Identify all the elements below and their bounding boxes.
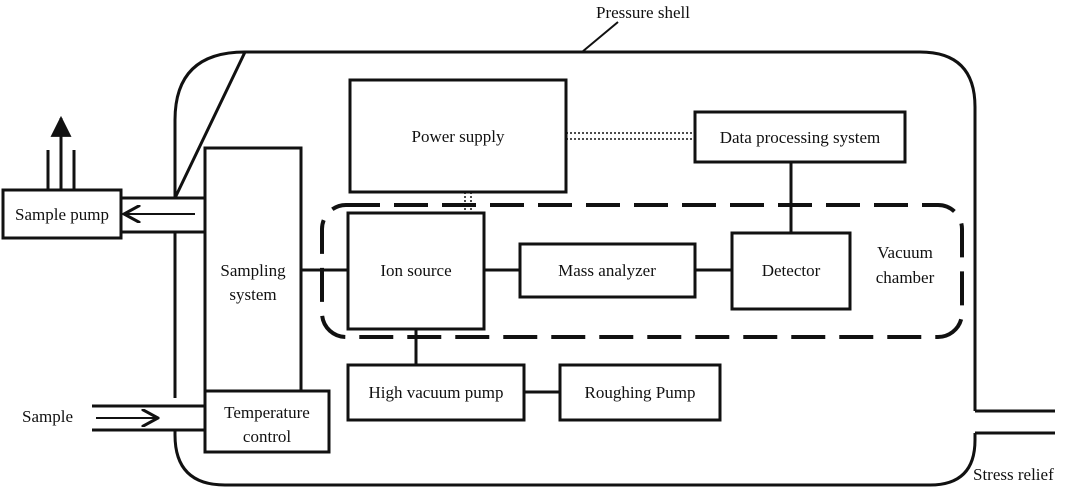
power-supply-label: Power supply [411,127,505,146]
vacuum-chamber-label-2: chamber [876,268,935,287]
sampling-system-label-2: system [229,285,276,304]
detector-label: Detector [762,261,821,280]
sample-pump-label: Sample pump [15,205,109,224]
high-vacuum-pump-label: High vacuum pump [368,383,503,402]
sampling-system-box [203,146,303,400]
temperature-control-label-2: control [243,427,291,446]
pressure-shell-leader [581,21,619,53]
mass-analyzer-box [518,242,697,299]
temperature-control-label-1: Temperature [224,403,310,422]
data-processing-box [693,110,907,164]
sample-label: Sample [22,407,73,426]
ion-source-label: Ion source [380,261,451,280]
stress-relief-label: Stress relief [973,465,1054,484]
sample-pump-box [1,188,123,240]
vacuum-chamber-label-1: Vacuum [877,243,933,262]
pressure-shell-label: Pressure shell [596,3,690,22]
data-processing-label: Data processing system [720,128,881,147]
roughing-pump-label: Roughing Pump [585,383,696,402]
power-supply-box [348,78,568,194]
pressure-shell [173,50,977,487]
sampling-system-label-1: Sampling [220,261,286,280]
temperature-control-box [203,389,331,454]
roughing-pump-box [558,363,722,422]
mass-analyzer-label: Mass analyzer [558,261,656,280]
detector-box [730,231,852,311]
